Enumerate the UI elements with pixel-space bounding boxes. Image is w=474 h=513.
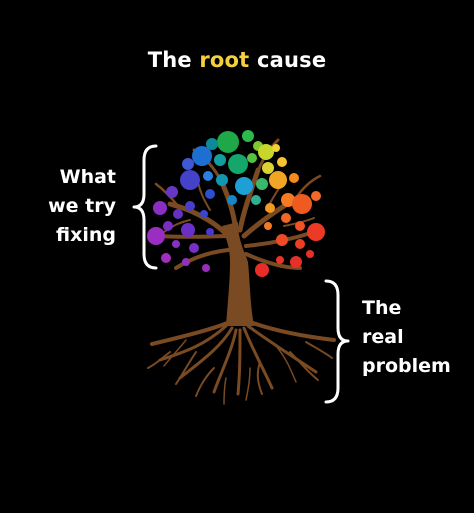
symptoms-label-line-3: fixing <box>56 224 116 246</box>
symptoms-label-line-1: What <box>59 166 116 188</box>
root-problem-label-line-2: real <box>362 326 404 348</box>
tree-roots <box>147 320 336 405</box>
right-brace-icon <box>324 279 350 404</box>
root-problem-label: The real problem <box>362 294 472 381</box>
left-brace-icon <box>132 144 158 270</box>
symptoms-label-line-2: we try <box>48 195 116 217</box>
tree-foliage <box>147 130 325 277</box>
diagram-title: The root cause <box>0 48 474 72</box>
tree-icon <box>147 130 336 405</box>
title-prefix: The <box>147 48 200 72</box>
root-problem-label-line-1: The <box>362 297 402 319</box>
title-highlight: root <box>199 48 250 72</box>
symptoms-label: What we try fixing <box>20 163 116 250</box>
root-problem-label-line-3: problem <box>362 355 451 377</box>
title-suffix: cause <box>249 48 327 72</box>
tree-trunk <box>222 222 254 326</box>
